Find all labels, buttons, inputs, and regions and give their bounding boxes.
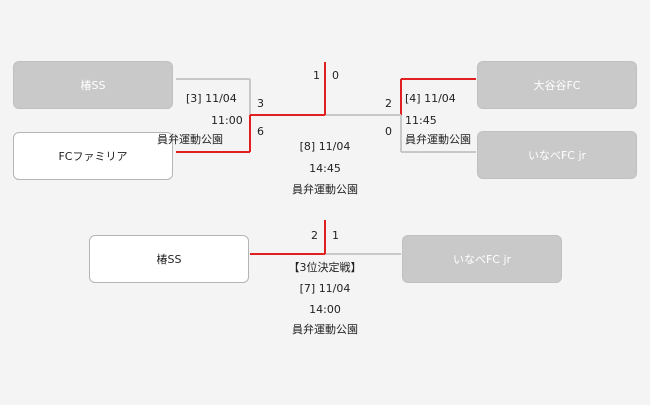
match-info: [7] 11/04 [299,282,351,295]
score-top: 3 [257,97,264,110]
third-score-left: 2 [311,229,318,242]
team-daiyakoku-fc[interactable]: 大谷谷FC [477,61,637,109]
match-time: 11:00 [211,114,243,127]
final-score-left: 1 [313,69,320,82]
match-venue: 員弁運動公園 [157,133,223,146]
match-venue: 員弁運動公園 [405,133,471,146]
third-place-title: 【3位決定戦】 [288,261,362,274]
team-tsubaki-ss[interactable]: 椿SS [13,61,173,109]
match-info: [8] 11/04 [299,140,351,153]
match-info: [3] 11/04 [186,92,237,105]
team-inabe-fc-jr-third[interactable]: いなべFC jr [402,235,562,283]
match-time: 11:45 [405,114,437,127]
score-bottom: 6 [257,125,264,138]
match-time: 14:45 [309,162,341,175]
match-time: 14:00 [309,303,341,316]
score-bottom: 0 [385,125,392,138]
match-info: [4] 11/04 [405,92,456,105]
team-tsubaki-ss-third[interactable]: 椿SS [89,235,249,283]
match-venue: 員弁運動公園 [292,323,358,336]
final-score-right: 0 [332,69,339,82]
team-inabe-fc-jr[interactable]: いなべFC jr [477,131,637,179]
team-fc-familia[interactable]: FCファミリア [13,132,173,180]
third-score-right: 1 [332,229,339,242]
match-venue: 員弁運動公園 [292,183,358,196]
score-top: 2 [385,97,392,110]
